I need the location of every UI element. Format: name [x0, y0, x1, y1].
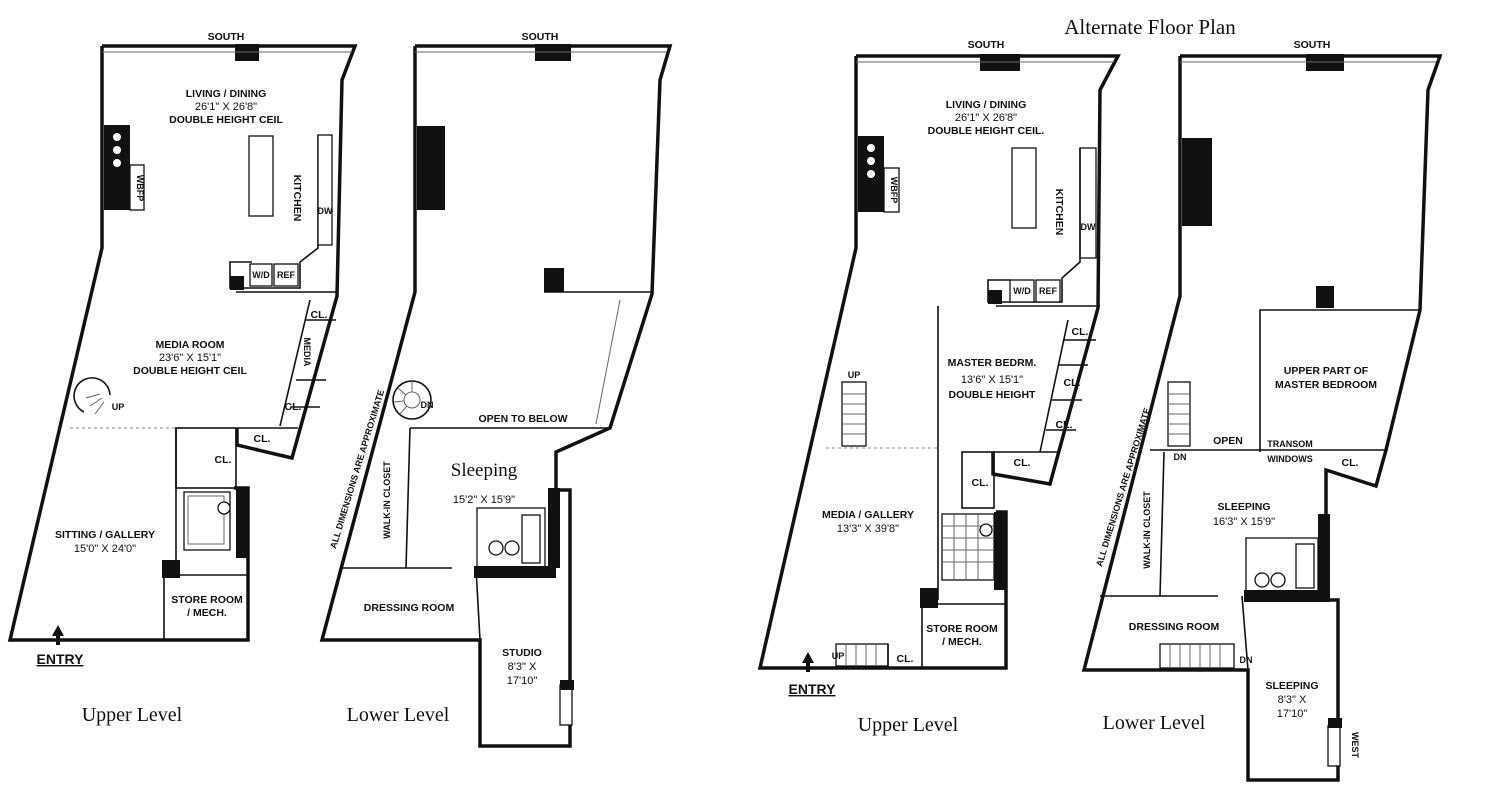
plan2-upper-entry-arrow — [802, 652, 814, 672]
plan1-living-name: LIVING / DINING — [186, 88, 267, 100]
svg-text:DRESSING ROOM: DRESSING ROOM — [1129, 621, 1220, 633]
plan1-upper-outer-wall-east — [102, 44, 358, 461]
plan2-lower-level: SOUTH UPPER PART OF MASTER BEDROOM DN OP… — [1081, 39, 1443, 782]
svg-text:13'6" X 15'1": 13'6" X 15'1" — [961, 374, 1023, 386]
plan2-master-name: MASTER BEDRM. — [948, 357, 1037, 369]
svg-text:17'10": 17'10" — [507, 675, 538, 687]
svg-text:DOUBLE HEIGHT CEIL: DOUBLE HEIGHT CEIL — [169, 114, 283, 126]
svg-text:DW: DW — [318, 206, 333, 216]
svg-text:W/D: W/D — [252, 270, 270, 280]
plan2-upper-caption: Upper Level — [858, 714, 959, 736]
svg-text:REF: REF — [277, 270, 296, 280]
plan1-sleeping-name: Sleeping — [451, 460, 518, 481]
svg-text:MEDIA: MEDIA — [302, 338, 312, 368]
svg-text:SOUTH: SOUTH — [1294, 39, 1331, 51]
svg-text:8'3" X: 8'3" X — [1278, 694, 1307, 706]
plan2-upper-outer-wall-east — [856, 54, 1121, 486]
svg-text:DN: DN — [421, 400, 434, 410]
svg-text:17'10": 17'10" — [1277, 708, 1308, 720]
svg-text:UP: UP — [848, 370, 861, 380]
svg-text:MASTER BEDROOM: MASTER BEDROOM — [1275, 379, 1377, 391]
plan1-upper-spiral-stair — [73, 377, 111, 413]
svg-text:CL.: CL. — [897, 653, 914, 665]
plan1-studio-name: STUDIO — [502, 647, 542, 659]
svg-text:KITCHEN: KITCHEN — [291, 175, 303, 222]
svg-text:WALK-IN CLOSET: WALK-IN CLOSET — [382, 461, 392, 539]
svg-text:15'0" X 24'0": 15'0" X 24'0" — [74, 543, 136, 555]
plan2-media-name: MEDIA / GALLERY — [822, 509, 914, 521]
svg-text:DN: DN — [1240, 655, 1253, 665]
svg-text:OPEN: OPEN — [1213, 435, 1243, 447]
svg-text:WEST: WEST — [1350, 732, 1360, 759]
plan2-upper-level: SOUTH LIVING / DINING 26'1" X 26'8" DOUB… — [757, 39, 1121, 736]
svg-text:CL.: CL. — [1014, 457, 1031, 469]
plan2-lower-chimney — [1182, 138, 1212, 226]
plan1-lower-chimney — [417, 126, 445, 210]
svg-text:DW: DW — [1081, 222, 1096, 232]
svg-text:16'3" X 15'9": 16'3" X 15'9" — [1213, 516, 1275, 528]
svg-text:DRESSING ROOM: DRESSING ROOM — [364, 602, 455, 614]
svg-text:UP: UP — [832, 651, 845, 661]
plan2-upper-kitchen-island — [1011, 147, 1037, 229]
plan1-lower-caption: Lower Level — [347, 704, 450, 726]
plan2-lower-caption: Lower Level — [1103, 712, 1206, 734]
plan1-all-dims-note: ALL DIMENSIONS ARE APPROXIMATE — [328, 389, 386, 550]
plan1-lower-level: SOUTH DN OPEN TO BELOW ALL DIMENSIONS AR… — [319, 31, 673, 748]
svg-text:UP: UP — [112, 402, 125, 412]
svg-text:DOUBLE HEIGHT CEIL: DOUBLE HEIGHT CEIL — [133, 365, 247, 377]
plan1-upper-kitchen-island — [248, 135, 274, 217]
svg-text:DOUBLE HEIGHT CEIL.: DOUBLE HEIGHT CEIL. — [928, 125, 1045, 137]
svg-text:W/D: W/D — [1013, 286, 1031, 296]
svg-text:SOUTH: SOUTH — [208, 31, 245, 43]
svg-text:13'3" X 39'8": 13'3" X 39'8" — [837, 523, 899, 535]
plan2-lower-outer-wall — [1081, 54, 1443, 782]
svg-text:KITCHEN: KITCHEN — [1053, 189, 1065, 236]
svg-text:STORE ROOM: STORE ROOM — [926, 623, 998, 635]
svg-text:26'1" X 26'8": 26'1" X 26'8" — [195, 101, 257, 113]
svg-text:CL.: CL. — [1064, 377, 1081, 389]
svg-text:CL.: CL. — [972, 477, 989, 489]
plan2-sleeping-name: SLEEPING — [1217, 501, 1270, 513]
svg-text:15'2" X 15'9": 15'2" X 15'9" — [453, 494, 515, 506]
svg-text:CL.: CL. — [1072, 326, 1089, 338]
svg-text:WALK-IN CLOSET: WALK-IN CLOSET — [1142, 491, 1152, 569]
plan1-sitting-name: SITTING / GALLERY — [55, 529, 155, 541]
svg-text:8'3" X: 8'3" X — [508, 661, 537, 673]
svg-text:STORE ROOM: STORE ROOM — [171, 594, 243, 606]
svg-text:23'6" X 15'1": 23'6" X 15'1" — [159, 352, 221, 364]
svg-text:WBFP: WBFP — [135, 175, 145, 202]
plan2-entry-label: ENTRY — [789, 681, 837, 697]
svg-text:REF: REF — [1039, 286, 1058, 296]
svg-text:UPPER PART OF: UPPER PART OF — [1284, 365, 1369, 377]
svg-text:WINDOWS: WINDOWS — [1267, 454, 1313, 464]
svg-text:/ MECH.: / MECH. — [942, 636, 982, 648]
svg-text:DN: DN — [1174, 452, 1187, 462]
plan1-upper-bath — [183, 491, 231, 551]
plan1-media-name: MEDIA ROOM — [155, 339, 224, 351]
plan1-upper-entry-arrow — [52, 625, 64, 645]
svg-text:DOUBLE HEIGHT: DOUBLE HEIGHT — [949, 389, 1037, 401]
svg-text:CL.: CL. — [215, 454, 232, 466]
svg-text:CL.: CL. — [254, 433, 271, 445]
svg-text:26'1" X 26'8": 26'1" X 26'8" — [955, 112, 1017, 124]
svg-text:/ MECH.: / MECH. — [187, 607, 227, 619]
alternate-plan-title: Alternate Floor Plan — [1064, 15, 1236, 39]
svg-text:CL.: CL. — [1342, 457, 1359, 469]
plan1-entry-label: ENTRY — [37, 651, 85, 667]
plan1-open-to-below: OPEN TO BELOW — [478, 413, 567, 425]
plan1-upper-caption: Upper Level — [82, 704, 183, 726]
plan2-sleeping2-name: SLEEPING — [1265, 680, 1318, 692]
plan1-upper-level: SOUTH LIVING / DINING 26'1" X 26'8" DOUB… — [7, 31, 358, 726]
plan2-living-name: LIVING / DINING — [946, 99, 1027, 111]
plan1-lower-outer-wall — [319, 44, 673, 748]
svg-text:SOUTH: SOUTH — [522, 31, 559, 43]
svg-text:CL.: CL. — [311, 309, 328, 321]
svg-text:CL.: CL. — [1056, 419, 1073, 431]
svg-text:CL.: CL. — [285, 401, 302, 413]
svg-text:SOUTH: SOUTH — [968, 39, 1005, 51]
svg-text:WBFP: WBFP — [889, 177, 899, 204]
svg-text:TRANSOM: TRANSOM — [1267, 439, 1313, 449]
